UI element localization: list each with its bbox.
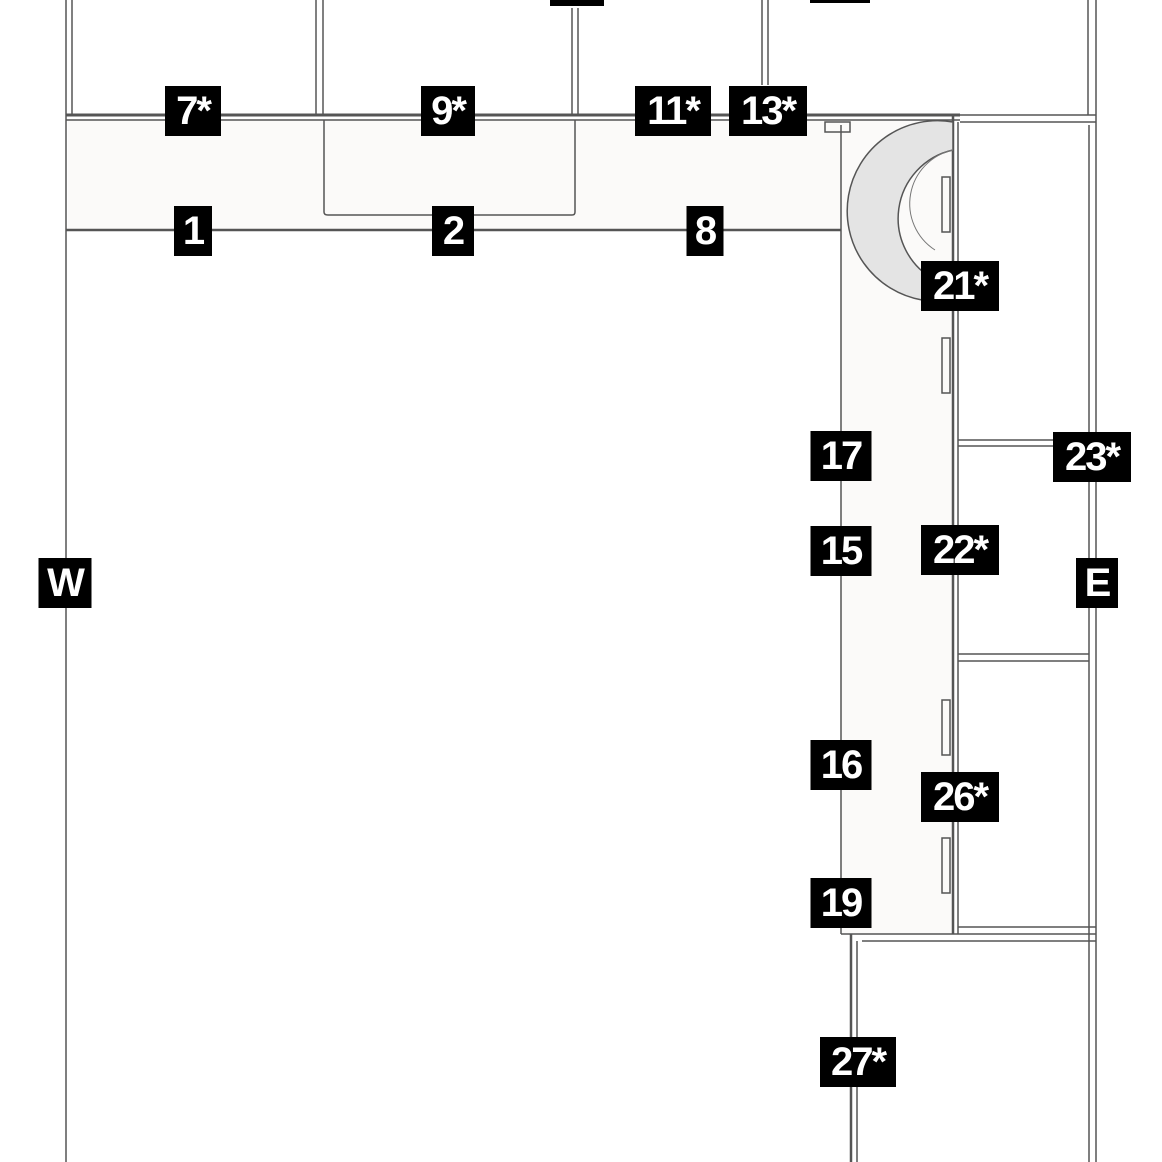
location-label: 11* — [635, 86, 711, 136]
location-label: 8 — [686, 206, 724, 256]
cut-off-label — [550, 0, 604, 6]
location-label: 15 — [810, 526, 872, 576]
location-label: 19 — [810, 878, 872, 928]
location-label: 2 — [432, 206, 474, 256]
location-label: 17 — [810, 431, 872, 481]
location-label: E — [1076, 558, 1118, 608]
location-label: 16 — [810, 740, 872, 790]
location-label: 22* — [921, 525, 999, 575]
cut-off-label — [810, 0, 870, 3]
location-label: 26* — [921, 772, 999, 822]
location-label: 7* — [165, 86, 221, 136]
location-label: W — [38, 558, 92, 608]
location-label: 1 — [174, 206, 212, 256]
location-label: 27* — [820, 1037, 896, 1087]
location-label: 21* — [921, 261, 999, 311]
location-label: 23* — [1053, 432, 1131, 482]
location-label: 9* — [421, 86, 475, 136]
location-label: 13* — [729, 86, 807, 136]
